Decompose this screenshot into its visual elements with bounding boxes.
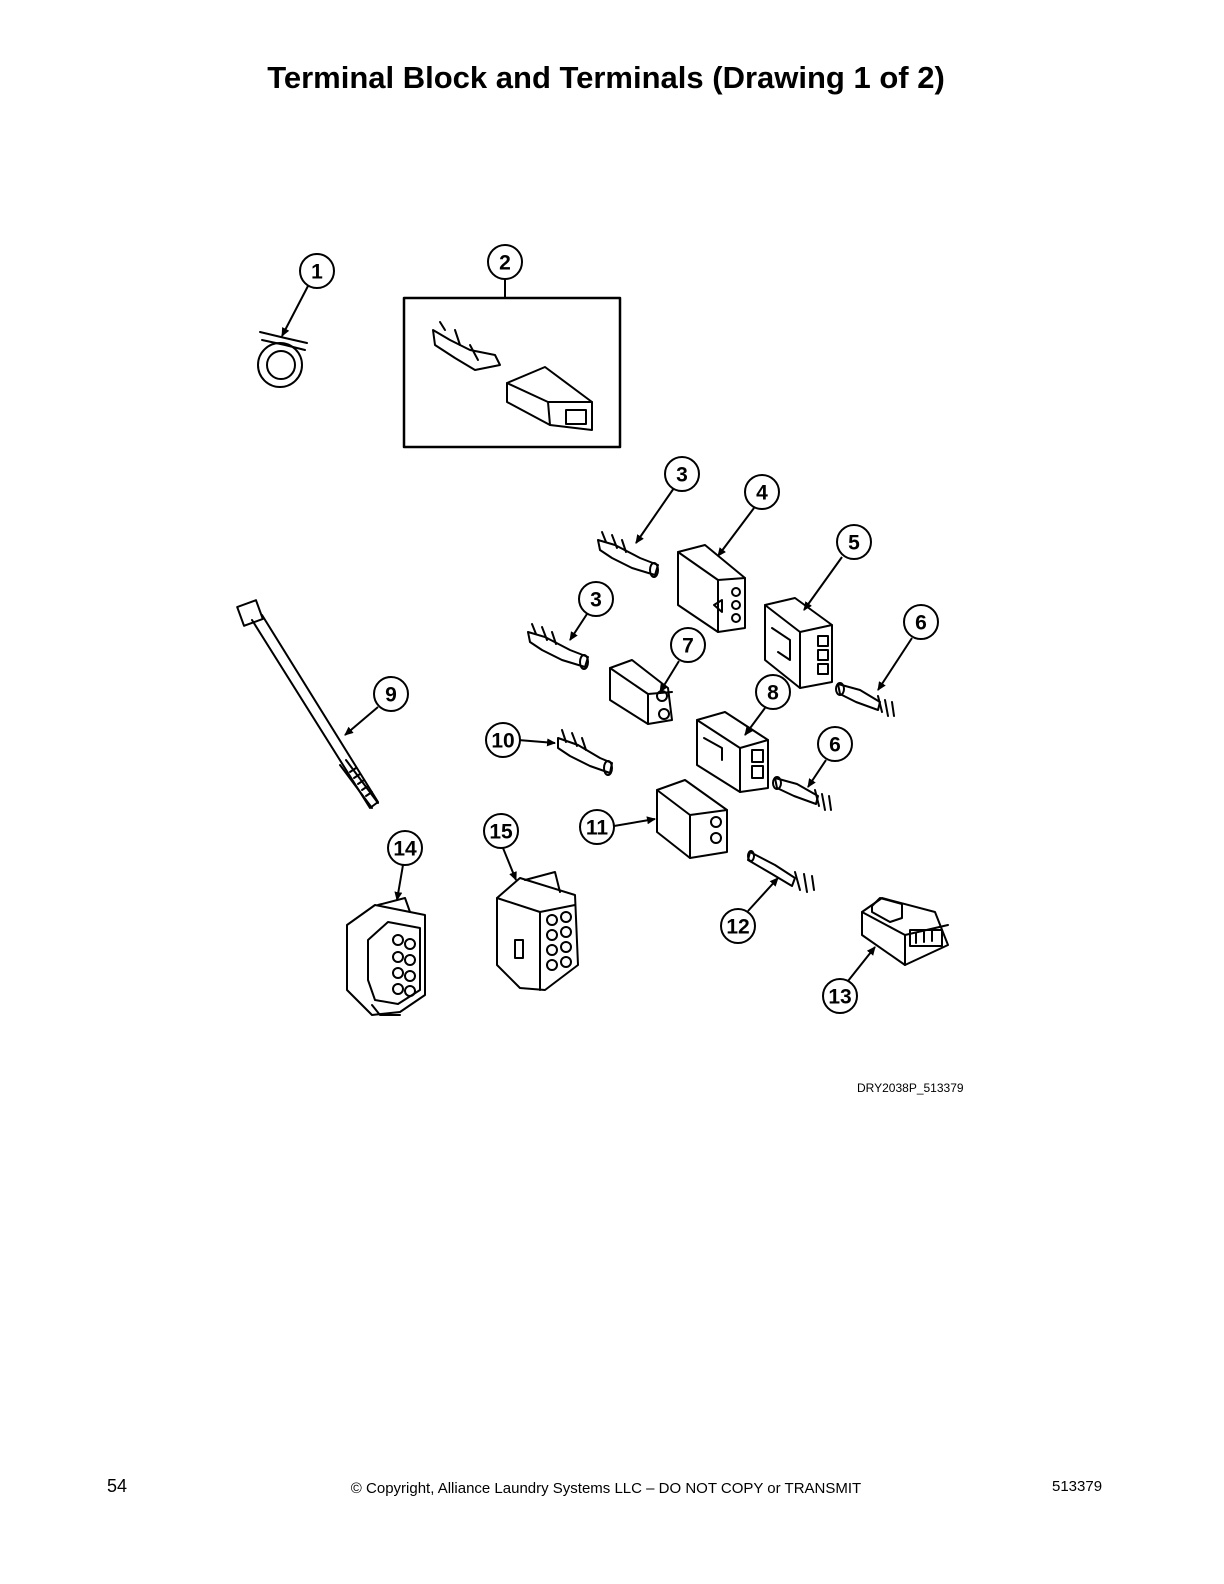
callout-13: 13 <box>828 986 851 1009</box>
callout-5: 5 <box>848 532 860 555</box>
callout-7-circle <box>670 627 706 663</box>
part-5-housing <box>764 597 833 689</box>
callout-11-circle <box>579 809 615 845</box>
callout-5-circle <box>836 524 872 560</box>
leader-12 <box>747 877 779 912</box>
drawing-id: DRY2038P_513379 <box>857 1081 964 1095</box>
callout-12-circle <box>720 908 756 944</box>
leader-15 <box>502 847 517 881</box>
part-3b-terminal <box>527 623 589 670</box>
callout-12: 12 <box>726 916 749 939</box>
callout-2: 2 <box>499 252 511 275</box>
leader-9 <box>344 706 379 736</box>
leader-3b <box>569 613 588 641</box>
callout-10: 10 <box>491 730 514 753</box>
leader-4 <box>717 507 755 557</box>
callout-15-circle <box>483 813 519 849</box>
part-9-cable-tie <box>236 599 379 809</box>
callout-10-circle <box>485 722 521 758</box>
callout-13-circle <box>822 978 858 1014</box>
part-6b-terminal <box>772 776 832 811</box>
document-number: 513379 <box>1052 1478 1103 1495</box>
leader-lines <box>281 278 913 982</box>
callout-2-circle <box>487 244 523 280</box>
callout-1-circle <box>299 253 335 289</box>
leader-10 <box>517 738 556 747</box>
leader-8 <box>744 707 766 736</box>
callout-4: 4 <box>756 482 768 505</box>
leader-6b <box>807 759 827 788</box>
part-3a-terminal <box>597 531 659 578</box>
part-1-cable-clamp <box>257 331 308 388</box>
leader-1 <box>281 285 309 337</box>
leader-6a <box>877 637 913 691</box>
callout-4-circle <box>744 474 780 510</box>
callout-1: 1 <box>311 261 323 284</box>
part-14-connector <box>346 897 426 1016</box>
page-title: Terminal Block and Terminals (Drawing 1 … <box>267 60 945 95</box>
leader-11 <box>613 816 656 827</box>
part-11-housing <box>656 779 728 859</box>
callout-3b-circle <box>578 581 614 617</box>
leader-3a <box>635 487 675 544</box>
page-number: 54 <box>107 1476 128 1496</box>
callout-14: 14 <box>393 838 417 861</box>
callout-7: 7 <box>682 635 694 658</box>
callout-6a-circle <box>903 604 939 640</box>
callout-3a-circle <box>664 456 700 492</box>
part-10-terminal <box>557 729 613 776</box>
callout-3b: 3 <box>590 589 602 612</box>
callout-circles <box>299 244 939 1014</box>
callout-6b: 6 <box>829 734 841 757</box>
callout-6a: 6 <box>915 612 927 635</box>
part-12-pin-terminal <box>747 850 815 893</box>
copyright-notice: © Copyright, Alliance Laundry Systems LL… <box>350 1480 862 1497</box>
part-4-housing <box>677 544 746 633</box>
callout-14-circle <box>387 830 423 866</box>
callout-8: 8 <box>767 682 779 705</box>
part-7-housing <box>609 659 673 725</box>
leader-7 <box>659 660 680 693</box>
leader-5 <box>803 556 843 611</box>
callout-labels: 1 2 3 4 5 3 6 7 9 8 6 10 11 14 15 12 13 <box>311 252 927 1009</box>
leader-14 <box>394 864 404 901</box>
leader-13 <box>847 946 876 982</box>
callout-11: 11 <box>586 817 609 840</box>
callout-6b-circle <box>817 726 853 762</box>
callout-8-circle <box>755 674 791 710</box>
part-8-housing <box>696 711 769 793</box>
part-13-terminal-block <box>861 897 949 966</box>
part-15-connector <box>496 871 579 991</box>
callout-9: 9 <box>385 684 397 707</box>
part-2-terminal-kit <box>402 296 622 449</box>
part-6a-terminal <box>835 682 895 717</box>
callout-3a: 3 <box>676 464 688 487</box>
callout-9-circle <box>373 676 409 712</box>
callout-15: 15 <box>489 821 513 844</box>
